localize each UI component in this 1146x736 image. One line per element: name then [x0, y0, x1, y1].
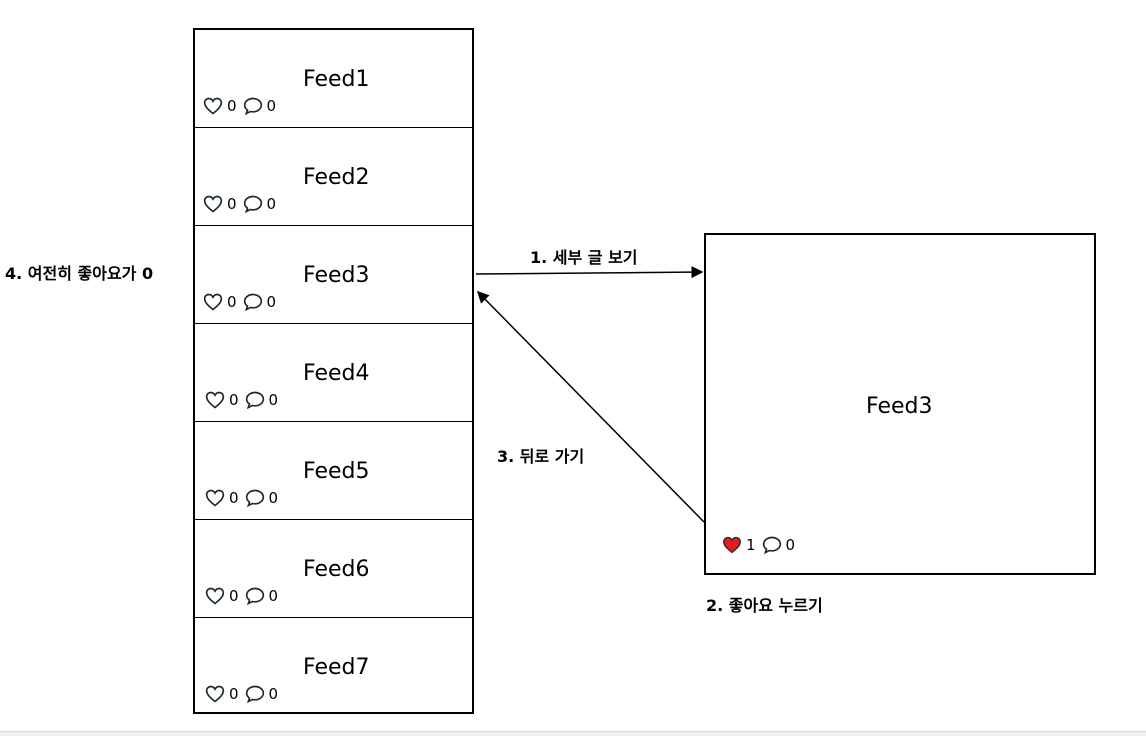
comment-icon[interactable] [243, 194, 263, 214]
heart-icon[interactable] [203, 194, 223, 214]
detail-stats: 1 0 [722, 535, 801, 555]
feed-stats: 0 0 [203, 292, 282, 312]
comment-icon[interactable] [243, 292, 263, 312]
like-count: 0 [229, 685, 239, 703]
heart-icon[interactable] [203, 96, 223, 116]
feed-title: Feed2 [303, 165, 370, 190]
feed-title: Feed6 [303, 557, 370, 582]
feed-card-2[interactable]: Feed2 0 0 [195, 128, 472, 226]
comment-icon[interactable] [245, 586, 265, 606]
feed-card-4[interactable]: Feed4 0 0 [195, 324, 472, 422]
like-count: 0 [229, 587, 239, 605]
feed-detail-card: Feed3 1 0 [704, 233, 1096, 575]
arrow-back-to-list [476, 290, 705, 523]
step3-label: 3. 뒤로 가기 [497, 447, 585, 466]
like-count: 0 [229, 391, 239, 409]
comment-count: 0 [785, 536, 796, 554]
feed-title: Feed7 [303, 655, 370, 680]
feed-stats: 0 0 [203, 96, 282, 116]
heart-icon[interactable] [205, 586, 225, 606]
feed-card-6[interactable]: Feed6 0 0 [195, 520, 472, 618]
feed-stats: 0 0 [203, 194, 282, 214]
like-count: 1 [746, 536, 756, 554]
feed-title: Feed3 [303, 263, 370, 288]
comment-icon[interactable] [243, 96, 263, 116]
feed-card-5[interactable]: Feed5 0 0 [195, 422, 472, 520]
comment-icon[interactable] [762, 535, 782, 555]
arrow-to-detail [475, 266, 704, 279]
feed-title: Feed4 [303, 361, 370, 386]
feed-stats: 0 0 [205, 390, 284, 410]
feed-card-1[interactable]: Feed1 0 0 [195, 30, 472, 128]
like-count: 0 [227, 293, 237, 311]
step1-label: 1. 세부 글 보기 [530, 248, 638, 267]
comment-count: 0 [266, 293, 277, 311]
feed-list: Feed1 0 0 Feed2 0 0 Feed3 0 0 Feed4 0 [193, 28, 474, 714]
like-count: 0 [229, 489, 239, 507]
feed-card-7[interactable]: Feed7 0 0 [195, 618, 472, 716]
feed-stats: 0 0 [205, 586, 284, 606]
step2-label: 2. 좋아요 누르기 [706, 596, 823, 615]
feed-stats: 0 0 [205, 684, 284, 704]
feed-card-3[interactable]: Feed3 0 0 [195, 226, 472, 324]
comment-count: 0 [268, 587, 279, 605]
feed-stats: 0 0 [205, 488, 284, 508]
like-count: 0 [227, 97, 237, 115]
comment-icon[interactable] [245, 390, 265, 410]
comment-icon[interactable] [245, 488, 265, 508]
heart-icon[interactable] [205, 390, 225, 410]
comment-icon[interactable] [245, 684, 265, 704]
detail-title: Feed3 [866, 394, 933, 419]
comment-count: 0 [268, 685, 279, 703]
like-count: 0 [227, 195, 237, 213]
comment-count: 0 [268, 489, 279, 507]
heart-icon[interactable] [205, 684, 225, 704]
heart-icon[interactable] [205, 488, 225, 508]
step4-label: 4. 여전히 좋아요가 0 [5, 264, 154, 283]
feed-title: Feed5 [303, 459, 370, 484]
feed-title: Feed1 [303, 67, 370, 92]
window-bottom-edge [0, 731, 1146, 736]
heart-filled-icon[interactable] [722, 535, 742, 555]
comment-count: 0 [266, 195, 277, 213]
comment-count: 0 [268, 391, 279, 409]
heart-icon[interactable] [203, 292, 223, 312]
comment-count: 0 [266, 97, 277, 115]
